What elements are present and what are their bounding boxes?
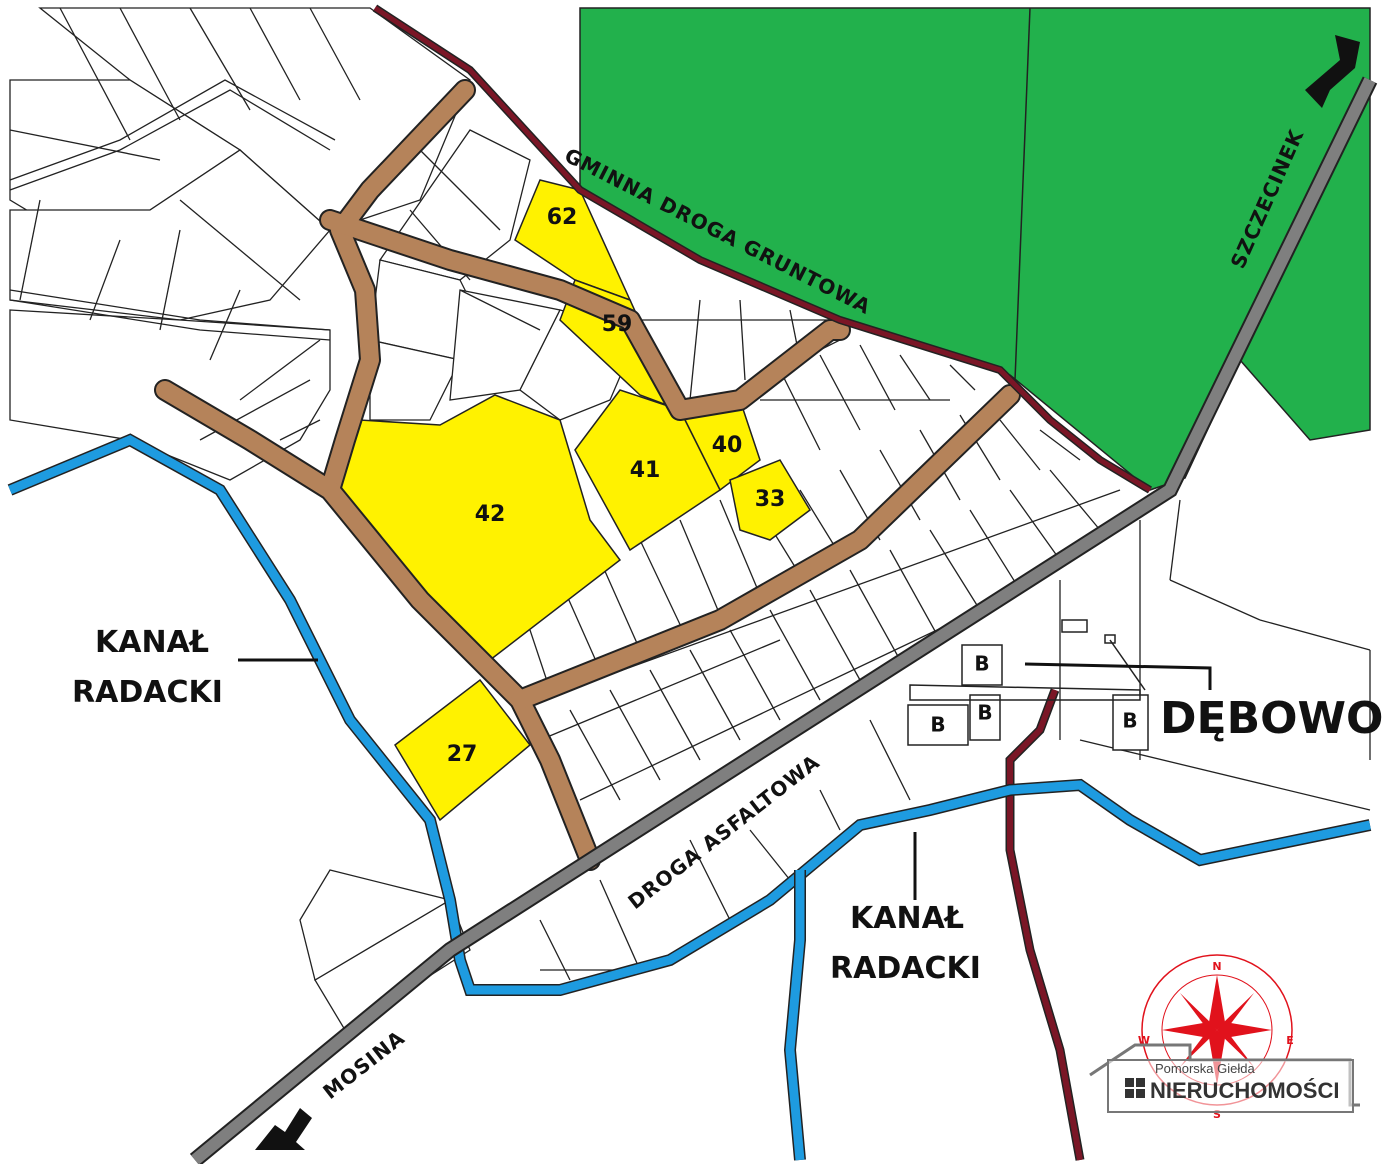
- parcel-grid: [9, 7, 1371, 1031]
- logo-line1: Pomorska Giełda: [1155, 1061, 1255, 1076]
- compass-logo: N S E W Pomorska Giełda NIERUCHOMOŚCI: [1089, 954, 1360, 1121]
- kanal-right-line2: RADACKI: [830, 951, 981, 986]
- plot-41-area[interactable]: [574, 389, 721, 552]
- plot-41-label: 41: [630, 458, 661, 483]
- compass-e: E: [1286, 1034, 1294, 1047]
- buildings: [907, 619, 1149, 751]
- plot-59-label: 59: [602, 312, 633, 337]
- building-label: B: [1122, 709, 1137, 733]
- north-arrow-icon: [1305, 35, 1360, 108]
- southwest-arrow-icon: [255, 1108, 312, 1150]
- dirt-roads: [154, 79, 1021, 871]
- kanal-right-line1: KANAŁ: [850, 901, 964, 936]
- pointer-lines: [238, 658, 1212, 900]
- building-label: B: [930, 713, 945, 737]
- municipal-road: [372, 4, 1153, 1161]
- building-4: [1112, 694, 1149, 751]
- building-1: [961, 644, 1003, 686]
- plot-27-area[interactable]: [394, 678, 532, 822]
- asphalt-road: [189, 76, 1378, 1166]
- compass-n: N: [1212, 960, 1221, 973]
- building-label: B: [974, 652, 989, 676]
- plot-labels: 62 59 40 41 42 33 27: [447, 205, 786, 767]
- building-3: [969, 694, 1001, 741]
- plot-62-label: 62: [547, 205, 578, 230]
- canals: [7, 433, 1372, 1161]
- compass-s: S: [1213, 1108, 1221, 1121]
- building-labels: B B B B: [930, 652, 1137, 737]
- logo-line2: NIERUCHOMOŚCI: [1150, 1078, 1339, 1103]
- plot-40-label: 40: [712, 433, 743, 458]
- kanal-left-line1: KANAŁ: [95, 625, 209, 660]
- logo-house: Pomorska Giełda NIERUCHOMOŚCI: [1089, 1043, 1360, 1113]
- building-label: B: [977, 701, 992, 725]
- plot-33-area[interactable]: [729, 459, 811, 541]
- plot-42-label: 42: [475, 502, 506, 527]
- logo-squares-icon: [1125, 1078, 1145, 1098]
- debowo-label: DĘBOWO: [1160, 693, 1383, 744]
- plot-27-label: 27: [447, 742, 478, 767]
- kanal-left-line2: RADACKI: [72, 675, 223, 710]
- arrow-icons: [255, 35, 1360, 1150]
- building-2: [907, 704, 969, 746]
- plot-33-label: 33: [755, 487, 786, 512]
